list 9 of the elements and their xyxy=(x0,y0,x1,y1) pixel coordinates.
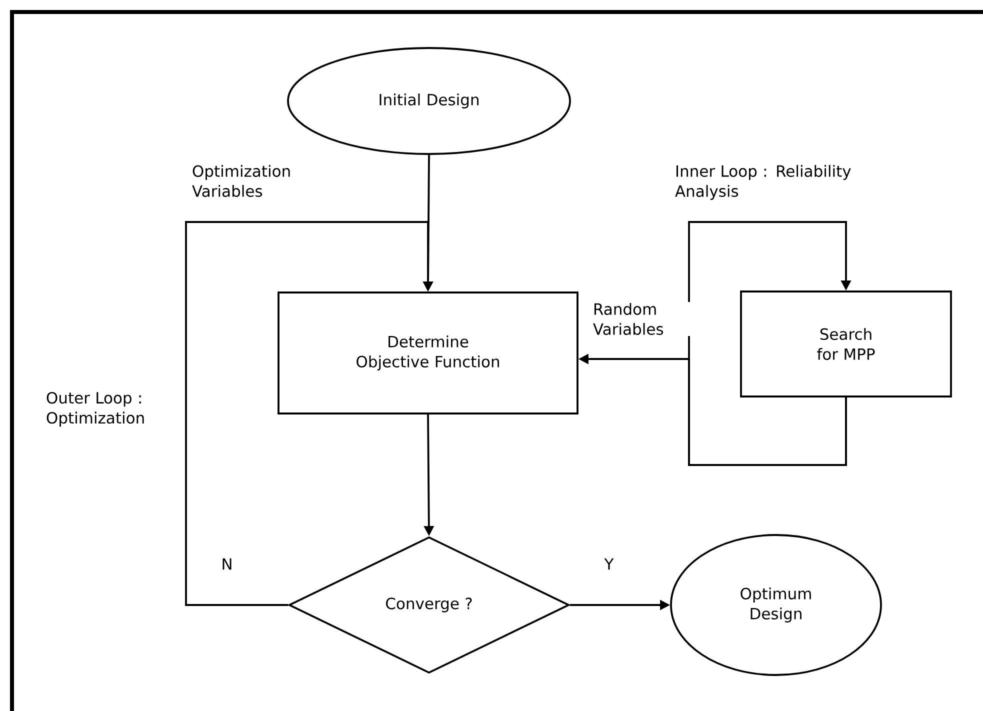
process-box: Search for MPP xyxy=(740,290,952,398)
annotation: Outer Loop : Optimization xyxy=(46,392,144,427)
process-box: Determine Objective Function xyxy=(278,292,578,414)
edge-label: Y xyxy=(603,557,615,571)
edge-label: N xyxy=(220,557,234,571)
arrow xyxy=(185,221,434,606)
annotation: Inner Loop : Reliability Analysis xyxy=(675,164,851,200)
edge-label: Random Variables xyxy=(592,302,694,336)
annotation: Optimization Variables xyxy=(192,164,290,197)
